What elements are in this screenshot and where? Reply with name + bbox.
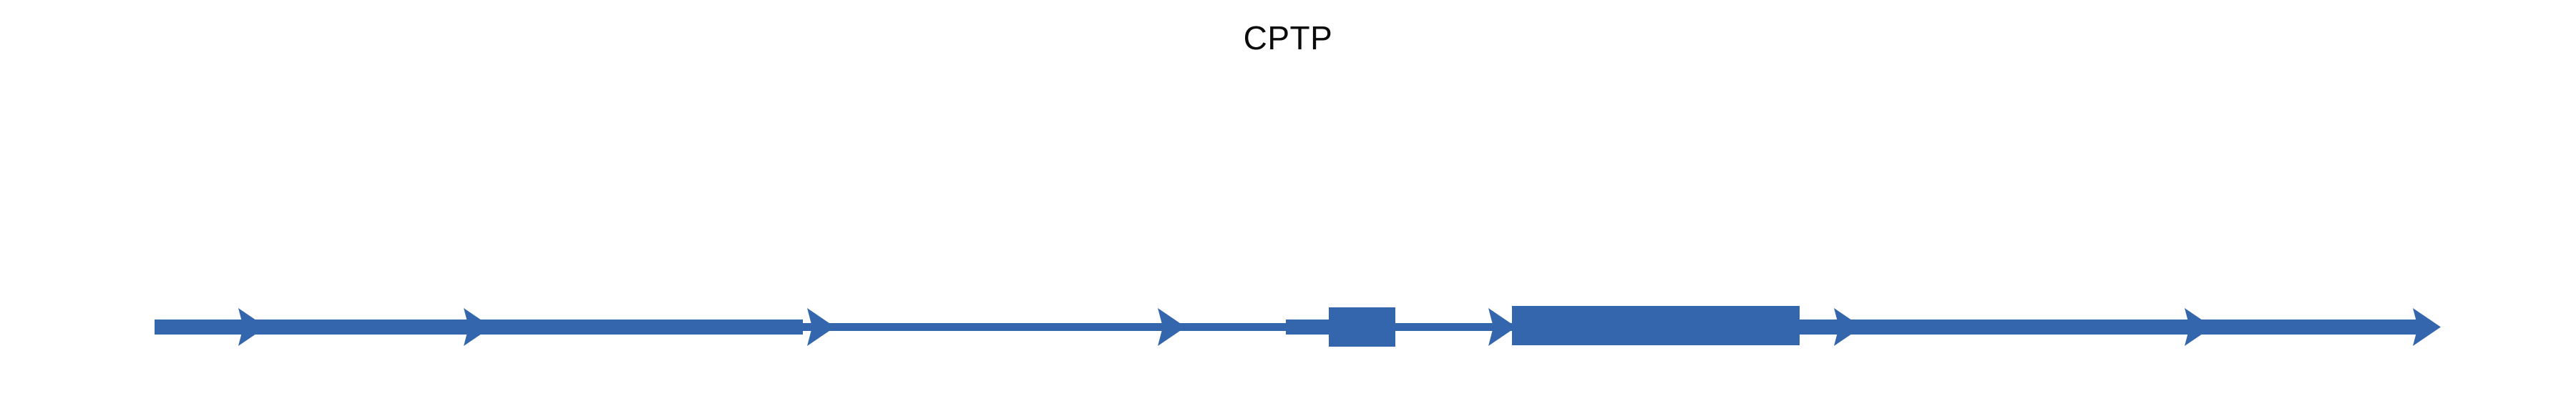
strand-arrow-1-icon [238, 308, 266, 346]
segment-intron-thin-2 [1395, 323, 1512, 331]
page-title: CPTP [1243, 19, 1333, 56]
terminal-arrowhead-icon [2413, 308, 2441, 346]
strand-arrow-4-icon [1158, 308, 1186, 346]
segment-utr-thick-right [1800, 320, 2427, 335]
strand-arrow-7-icon [2185, 308, 2212, 346]
exon-box-2 [1512, 306, 1800, 345]
strand-arrow-3-icon [807, 308, 835, 346]
segment-utr-thick-mid [1286, 320, 1330, 335]
exon-box-1 [1329, 307, 1395, 347]
strand-arrow-5-icon [1488, 308, 1516, 346]
strand-arrow-6-icon [1834, 308, 1862, 346]
segment-intron-thin-1 [803, 323, 1286, 331]
strand-arrow-2-icon [464, 308, 492, 346]
